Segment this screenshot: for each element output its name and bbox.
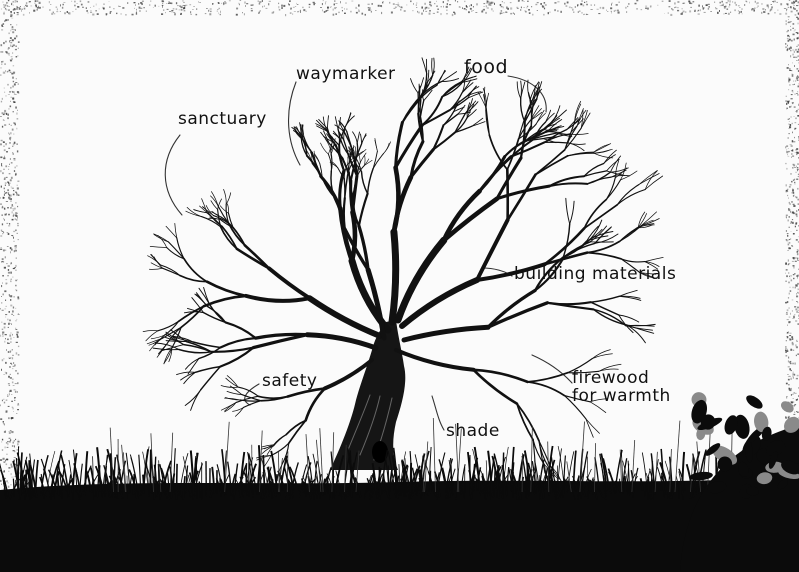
label-firewood: firewood for warmth (572, 370, 671, 406)
label-sanctuary: sanctuary (178, 111, 267, 129)
label-food: food (464, 58, 508, 78)
label-firewood-line2: for warmth (572, 388, 671, 406)
leader-food (508, 76, 546, 112)
label-building-materials: building materials (514, 266, 676, 284)
label-shade: shade (446, 423, 500, 441)
grass-ground (0, 418, 799, 572)
label-safety: safety (262, 373, 317, 391)
label-waymarker: waymarker (296, 66, 396, 84)
leader-firewood (532, 355, 572, 383)
leader-waymarker (289, 82, 300, 165)
leader-sanctuary (165, 135, 182, 215)
